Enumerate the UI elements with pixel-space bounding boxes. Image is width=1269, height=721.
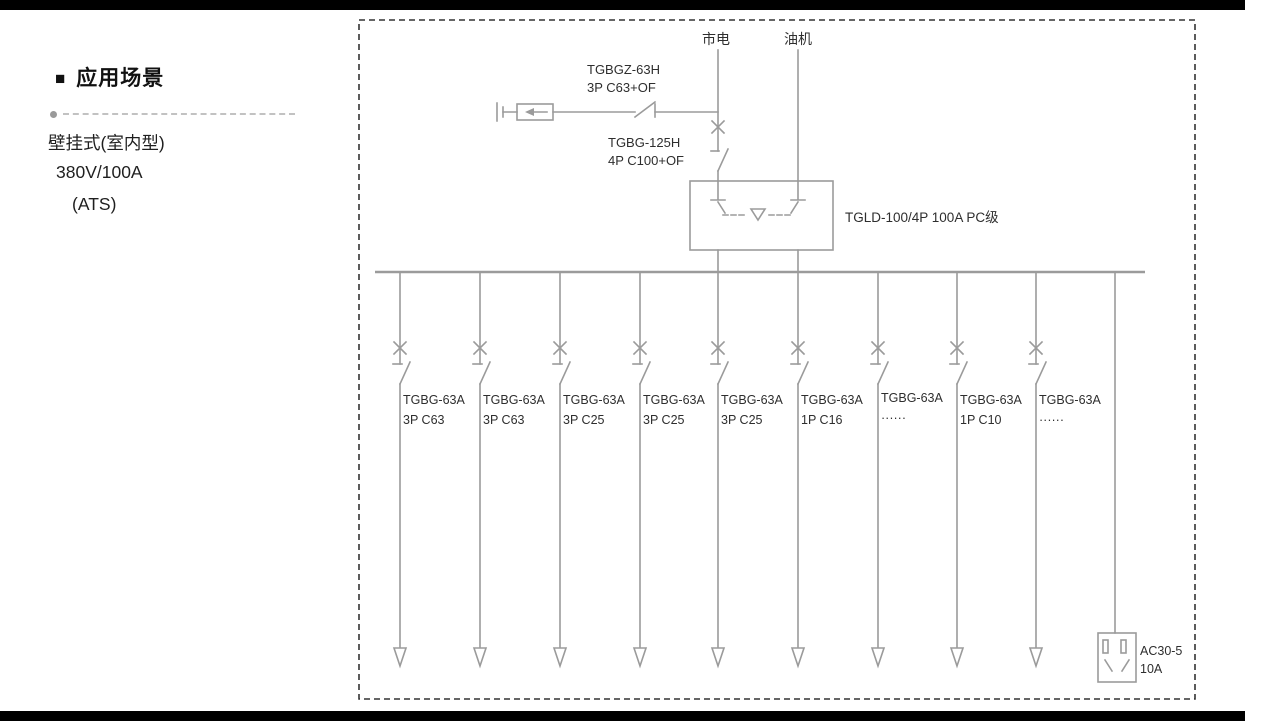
section-heading-text: 应用场景 (76, 67, 165, 90)
branch-label: 3P C25 (643, 413, 685, 427)
ats-generator-contact-icon (790, 180, 806, 201)
separator-dot-icon (50, 111, 57, 118)
branch-label: TGBG-63A (881, 391, 943, 405)
top-black-bar (0, 0, 1245, 10)
socket-branch (1097, 271, 1137, 683)
branch-label: 3P C63 (403, 413, 445, 427)
ats-contact-arms (716, 200, 800, 215)
feeder-breaker-symbol-3 (552, 271, 571, 667)
socket-prong-left-icon (1102, 639, 1109, 654)
feeder-breaker-symbol-4 (632, 271, 651, 667)
branch-label: TGBG-63A (483, 393, 545, 407)
bottom-black-bar (0, 711, 1245, 721)
spec-line-rating: 380V/100A (56, 162, 143, 182)
main-breaker-label-2: 4P C100+OF (608, 153, 684, 168)
feeder-breaker-symbol-6 (790, 271, 809, 667)
branch-label: TGBG-63A (1039, 393, 1101, 407)
ats-group (689, 180, 834, 273)
branch-label: TGBG-63A (563, 393, 625, 407)
branch-label: TGBG-63A (960, 393, 1022, 407)
branch-label: TGBG-63A (403, 393, 465, 407)
incoming-feeds (710, 49, 799, 182)
feeder-breaker-symbol-7 (870, 271, 889, 667)
branch-label: 1P C10 (960, 413, 1002, 427)
feeder-labels: TGBG-63A 3P C63 TGBG-63A 3P C63 TGBG-63A… (403, 391, 1101, 427)
ats-box (689, 180, 834, 251)
socket-prong-right-icon (1120, 639, 1127, 654)
feeder-breaker-symbol-2 (472, 271, 491, 667)
branch-label: ······ (1039, 413, 1064, 427)
branch-label: 1P C16 (801, 413, 843, 427)
spec-line-ats: (ATS) (72, 194, 117, 214)
branch-label: 3P C63 (483, 413, 525, 427)
dashed-separator (50, 110, 295, 119)
separator-dashes (63, 113, 295, 115)
generator-label: 油机 (784, 31, 812, 47)
ats-triangle-icon (749, 208, 767, 222)
main-breaker-label-1: TGBG-125H (608, 135, 680, 150)
feeder-breaker-symbol-1 (392, 271, 411, 667)
feeder-branches (392, 271, 1047, 667)
socket-angled-prongs-icon (1103, 658, 1131, 673)
ats-mains-contact-icon (710, 180, 726, 201)
socket-label-1: AC30-5 (1140, 644, 1182, 658)
ats-output-lines (717, 249, 799, 273)
square-bullet-icon: ■ (55, 69, 67, 88)
ats-label: TGLD-100/4P 100A PC级 (845, 210, 999, 225)
diagram-dashed-border (358, 19, 1196, 700)
main-breaker-switch-icon (716, 147, 730, 173)
socket-box (1097, 632, 1137, 683)
branch-label: TGBG-63A (721, 393, 783, 407)
spd-arrow-icon (525, 108, 534, 116)
surge-breaker-label-2: 3P C63+OF (587, 80, 656, 95)
branch-label: 3P C25 (721, 413, 763, 427)
branch-label: TGBG-63A (801, 393, 863, 407)
feeder-breaker-symbol-8 (949, 271, 968, 667)
mains-label: 市电 (702, 31, 730, 47)
section-heading: ■ 应用场景 (55, 62, 164, 92)
branch-label: ······ (881, 411, 906, 425)
spd-branch (496, 100, 719, 122)
surge-breaker-label-1: TGBGZ-63H (587, 62, 660, 77)
surge-breaker-switch-icon (633, 100, 657, 119)
feeder-breaker-symbol-5 (710, 271, 729, 667)
spec-line-mount-type: 壁挂式(室内型) (48, 133, 165, 153)
left-panel: ■ 应用场景 壁挂式(室内型) 380V/100A (ATS) (0, 0, 340, 721)
branch-label: 3P C25 (563, 413, 605, 427)
socket-label-2: 10A (1140, 662, 1163, 676)
main-breaker-x-icon (710, 119, 726, 135)
spd-box (516, 103, 554, 121)
single-line-diagram: 市电 油机 TGBGZ-63H 3P C63+OF TGBG-125H 4P C… (358, 19, 1196, 700)
branch-label: TGBG-63A (643, 393, 705, 407)
ground-icon (496, 102, 504, 122)
feeder-breaker-symbol-9 (1028, 271, 1047, 667)
